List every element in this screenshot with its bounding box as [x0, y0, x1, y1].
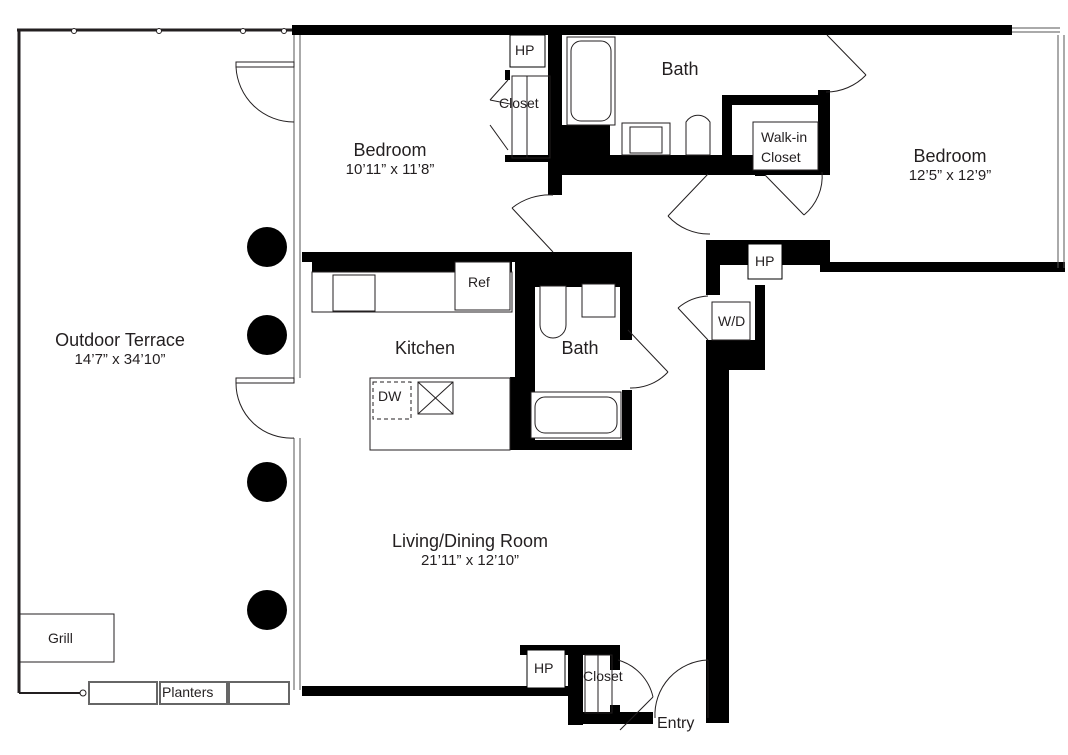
ref-label: Ref: [468, 274, 490, 290]
room-dims: 12’5” x 12’9”: [908, 166, 992, 184]
planters-label: Planters: [162, 684, 214, 700]
terrace-doors: [235, 61, 295, 439]
bedroom-2-label: Bedroom 12’5” x 12’9”: [880, 146, 1020, 184]
terrace-railing: [17, 28, 292, 697]
room-dims: 21’11” x 12’10”: [420, 551, 520, 569]
room-name: Bedroom: [353, 140, 427, 160]
room-name: Bath: [661, 59, 699, 79]
hp-label: HP: [755, 253, 775, 269]
hp-label: HP: [515, 42, 535, 58]
kitchen-label: Kitchen: [380, 338, 470, 359]
columns: [247, 227, 287, 630]
terrace-label: Outdoor Terrace 14’7” x 34’10”: [30, 330, 210, 368]
bath-1-label: Bath: [650, 59, 710, 80]
room-name: Kitchen: [394, 338, 456, 358]
hp-boxes: [509, 34, 783, 689]
entry-label: Entry: [657, 715, 695, 732]
grill-label: Grill: [48, 630, 73, 646]
bedroom-1-label: Bedroom 10’11” x 11’8”: [320, 140, 460, 178]
room-dims: 14’7” x 34’10”: [74, 350, 166, 368]
dw-label: DW: [378, 388, 402, 404]
room-name: Bath: [561, 338, 599, 358]
bath-2-label: Bath: [545, 338, 615, 359]
hp-label: HP: [534, 660, 554, 676]
wd-label: W/D: [718, 313, 746, 329]
fixtures: [19, 36, 819, 714]
room-dims: 10’11” x 11’8”: [345, 160, 435, 178]
walkin-closet-label-line1: Walk-in: [761, 129, 808, 145]
walkin-closet-label-line2: Closet: [761, 149, 801, 165]
closet-label: Closet: [499, 95, 539, 111]
closet-label: Closet: [583, 668, 623, 684]
interior-doors: [489, 34, 867, 731]
room-name: Outdoor Terrace: [55, 330, 185, 350]
walls: [292, 25, 1065, 725]
room-name: Living/Dining Room: [391, 531, 549, 551]
living-label: Living/Dining Room 21’11” x 12’10”: [360, 531, 580, 569]
room-name: Bedroom: [913, 146, 987, 166]
window-wall: [293, 27, 1065, 690]
